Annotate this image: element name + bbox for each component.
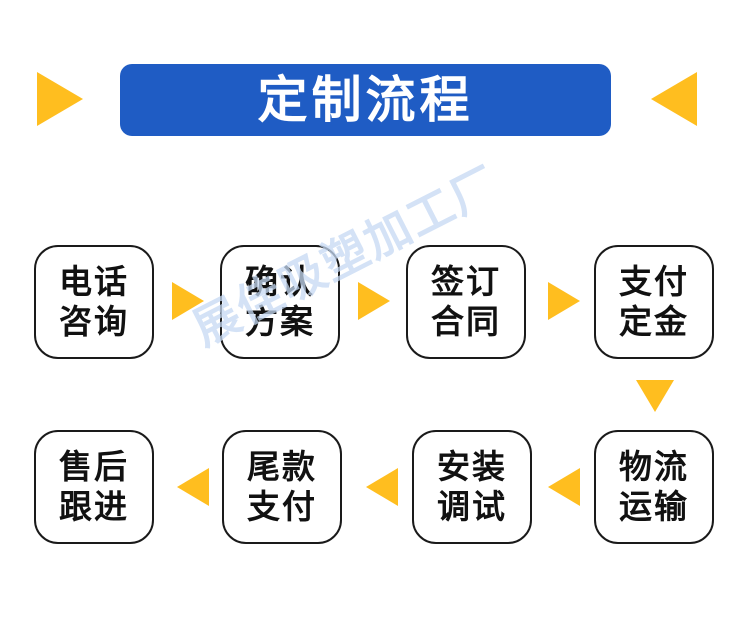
step-label-line1: 签订	[431, 262, 501, 301]
step-phone-consult: 电话 咨询	[34, 245, 154, 359]
title-banner: 定制流程	[120, 64, 611, 136]
flow-arrow-down-icon	[636, 380, 674, 412]
step-final-payment: 尾款 支付	[222, 430, 342, 544]
step-label-line1: 电话	[59, 262, 129, 301]
flow-arrow-right-icon	[358, 282, 390, 320]
step-label-line1: 售后	[59, 447, 129, 486]
step-confirm-plan: 确认 方案	[220, 245, 340, 359]
step-label-line1: 安装	[437, 447, 507, 486]
step-label-line2: 跟进	[59, 487, 129, 526]
flow-arrow-right-icon	[548, 282, 580, 320]
step-label-line2: 合同	[431, 302, 501, 341]
step-label-line2: 咨询	[59, 302, 129, 341]
step-after-sales: 售后 跟进	[34, 430, 154, 544]
step-label-line2: 方案	[245, 302, 315, 341]
step-logistics: 物流 运输	[594, 430, 714, 544]
step-label-line1: 尾款	[247, 447, 317, 486]
step-install-debug: 安装 调试	[412, 430, 532, 544]
flow-arrow-right-icon	[172, 282, 204, 320]
step-label-line1: 物流	[619, 447, 689, 486]
step-label-line2: 定金	[619, 302, 689, 341]
step-sign-contract: 签订 合同	[406, 245, 526, 359]
step-label-line2: 运输	[619, 487, 689, 526]
step-label-line1: 支付	[619, 262, 689, 301]
flow-arrow-left-icon	[366, 468, 398, 506]
flow-arrow-left-icon	[548, 468, 580, 506]
page-title: 定制流程	[257, 71, 474, 129]
step-pay-deposit: 支付 定金	[594, 245, 714, 359]
step-label-line1: 确认	[245, 262, 315, 301]
header-left-arrow-icon	[37, 72, 83, 126]
step-label-line2: 调试	[437, 487, 507, 526]
header-right-arrow-icon	[651, 72, 697, 126]
flow-arrow-left-icon	[177, 468, 209, 506]
step-label-line2: 支付	[247, 487, 317, 526]
